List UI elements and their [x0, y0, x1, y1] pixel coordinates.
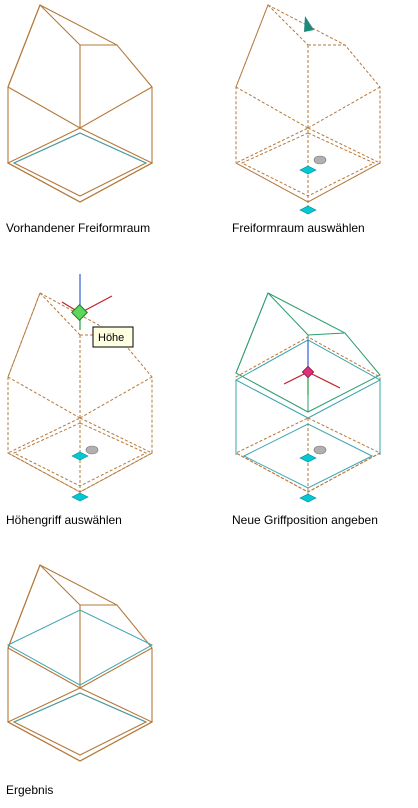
trigger-grip-icon[interactable] [313, 445, 327, 455]
base-grip-icon[interactable] [299, 493, 317, 503]
panel-existing-space: Vorhandener Freiformraum [6, 4, 154, 235]
house-wireframe [6, 564, 154, 762]
height-grip-icon[interactable] [71, 304, 88, 321]
base-grip-icon[interactable] [299, 205, 317, 215]
panel-height-grip: Höhe Höhengriff auswählen [6, 274, 154, 527]
panel-new-grip-position: Neue Griffposition angeben [232, 292, 382, 527]
panel-result: Ergebnis [6, 564, 154, 797]
trigger-grip-icon[interactable] [85, 445, 99, 455]
location-grip-icon[interactable] [71, 451, 89, 461]
base-grip-icon[interactable] [71, 492, 89, 502]
caption-result: Ergebnis [6, 783, 53, 797]
tooltip-label: Höhe [98, 332, 124, 344]
caption-new-grip-position: Neue Griffposition angeben [232, 513, 378, 527]
panel-select-space: Freiformraum auswählen [232, 4, 382, 235]
location-grip-icon[interactable] [299, 453, 317, 463]
caption-height-grip: Höhengriff auswählen [6, 513, 122, 527]
house-wireframe-selected [234, 4, 382, 210]
caption-existing-space: Vorhandener Freiformraum [6, 221, 150, 235]
height-grip-icon[interactable] [301, 365, 315, 379]
location-grip-icon[interactable] [299, 165, 317, 175]
caption-select-space: Freiformraum auswählen [232, 221, 365, 235]
house-wireframe [6, 4, 154, 203]
ucs-axes-icon [61, 274, 113, 330]
floor-outline [13, 132, 147, 164]
rotation-grip-icon[interactable] [304, 16, 314, 32]
trigger-grip-icon[interactable] [313, 155, 327, 165]
height-tooltip: Höhe [92, 326, 134, 348]
floor-outline [6, 609, 154, 723]
